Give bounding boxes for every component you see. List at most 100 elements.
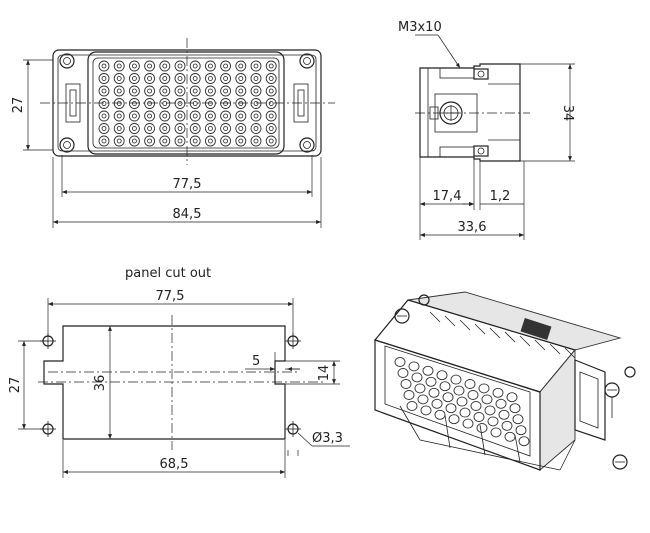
- iso-pin: [490, 427, 502, 438]
- front-pin: [235, 135, 247, 147]
- front-pin-center: [192, 76, 198, 81]
- front-pin-center: [101, 63, 107, 69]
- front-pin: [189, 135, 201, 147]
- front-pin: [98, 110, 110, 122]
- iso-pin: [459, 407, 471, 418]
- front-pin: [144, 110, 156, 122]
- front-pin: [265, 60, 277, 72]
- front-pin-center: [223, 113, 229, 119]
- iso-pin: [456, 396, 468, 407]
- front-pin: [159, 85, 171, 97]
- front-pin-center: [268, 63, 274, 69]
- front-pin: [250, 123, 262, 134]
- front-pin: [265, 135, 277, 147]
- front-pin-center: [268, 101, 274, 106]
- front-pin-center: [223, 76, 229, 81]
- front-pin: [144, 60, 156, 72]
- front-pin: [159, 98, 171, 109]
- front-pin: [189, 73, 201, 84]
- front-pin-center: [131, 101, 137, 106]
- iso-pin: [448, 414, 460, 425]
- iso-pin-grid: [394, 357, 530, 447]
- iso-pin: [411, 372, 423, 383]
- front-pin: [174, 60, 186, 72]
- front-pin: [250, 110, 262, 122]
- front-pin-center: [177, 88, 183, 94]
- cutout-dim-notch-height: 14: [317, 365, 332, 382]
- side-dim-right: 1,2: [490, 189, 511, 204]
- front-pin: [265, 110, 277, 122]
- front-pin-center: [116, 113, 122, 119]
- front-pin-center: [207, 88, 213, 94]
- front-pin-center: [162, 126, 168, 131]
- iso-pin: [422, 365, 434, 376]
- front-pin: [98, 135, 110, 147]
- front-pin: [250, 73, 262, 84]
- front-pin: [159, 135, 171, 147]
- iso-pin: [518, 436, 530, 447]
- front-pin-center: [192, 126, 198, 131]
- iso-pin: [467, 390, 479, 400]
- iso-pin: [462, 418, 474, 429]
- front-pin: [98, 60, 110, 72]
- front-pin-center: [162, 101, 168, 106]
- front-pin: [144, 123, 156, 134]
- front-pin-center: [223, 126, 229, 131]
- front-dim-outer-width: 84,5: [173, 207, 202, 222]
- front-pin: [113, 98, 125, 109]
- front-pin: [128, 123, 140, 134]
- front-pin: [113, 73, 125, 84]
- front-pin: [235, 123, 247, 134]
- side-view: M3x10 34 17,4 1,2 33,6: [398, 20, 575, 240]
- front-pin-center: [162, 76, 168, 81]
- front-pin: [98, 98, 110, 109]
- front-pin: [204, 123, 216, 134]
- front-pin-center: [238, 63, 244, 69]
- cutout-dim-notch-width: 5: [252, 354, 260, 369]
- front-pin-center: [177, 76, 183, 81]
- front-pin: [220, 60, 232, 72]
- front-pin: [98, 123, 110, 134]
- front-screw-tr: [299, 53, 315, 69]
- front-pin-center: [223, 63, 229, 69]
- front-pin-center: [147, 113, 153, 119]
- iso-pin: [417, 394, 429, 405]
- front-pin: [113, 110, 125, 122]
- iso-pin: [394, 357, 406, 367]
- front-pin-center: [162, 113, 168, 119]
- front-pin: [113, 60, 125, 72]
- front-screw-bl: [59, 137, 75, 153]
- front-pin-center: [101, 76, 107, 81]
- front-pin: [220, 110, 232, 122]
- front-pin-center: [192, 138, 198, 144]
- front-pin-grid: [98, 60, 277, 147]
- front-pin-center: [238, 76, 244, 81]
- iso-pin: [515, 425, 527, 436]
- iso-pin: [436, 370, 448, 381]
- front-pin-center: [101, 113, 107, 119]
- cutout-dim-bottom: 68,5: [160, 457, 189, 472]
- front-pin: [144, 98, 156, 109]
- front-screw-tl: [59, 53, 75, 69]
- iso-pin: [501, 420, 513, 431]
- front-screw-br: [299, 137, 315, 153]
- front-pin: [174, 135, 186, 147]
- front-pin-center: [116, 138, 122, 144]
- front-pin: [235, 60, 247, 72]
- front-pin: [250, 135, 262, 147]
- front-dim-height: 27: [11, 97, 26, 114]
- front-dim-inner-width: 77,5: [173, 177, 202, 192]
- cutout-dim-top: 77,5: [156, 289, 185, 304]
- front-pin-center: [177, 113, 183, 119]
- front-pin-center: [147, 126, 153, 131]
- iso-latch: [574, 359, 606, 441]
- front-pin-center: [177, 138, 183, 144]
- front-pin: [144, 73, 156, 84]
- front-pin-center: [253, 126, 259, 131]
- front-pin: [189, 110, 201, 122]
- iso-pin: [506, 392, 518, 403]
- iso-pin: [414, 383, 426, 394]
- front-pin: [250, 85, 262, 97]
- front-pin-center: [268, 76, 274, 81]
- front-pin-center: [253, 138, 259, 144]
